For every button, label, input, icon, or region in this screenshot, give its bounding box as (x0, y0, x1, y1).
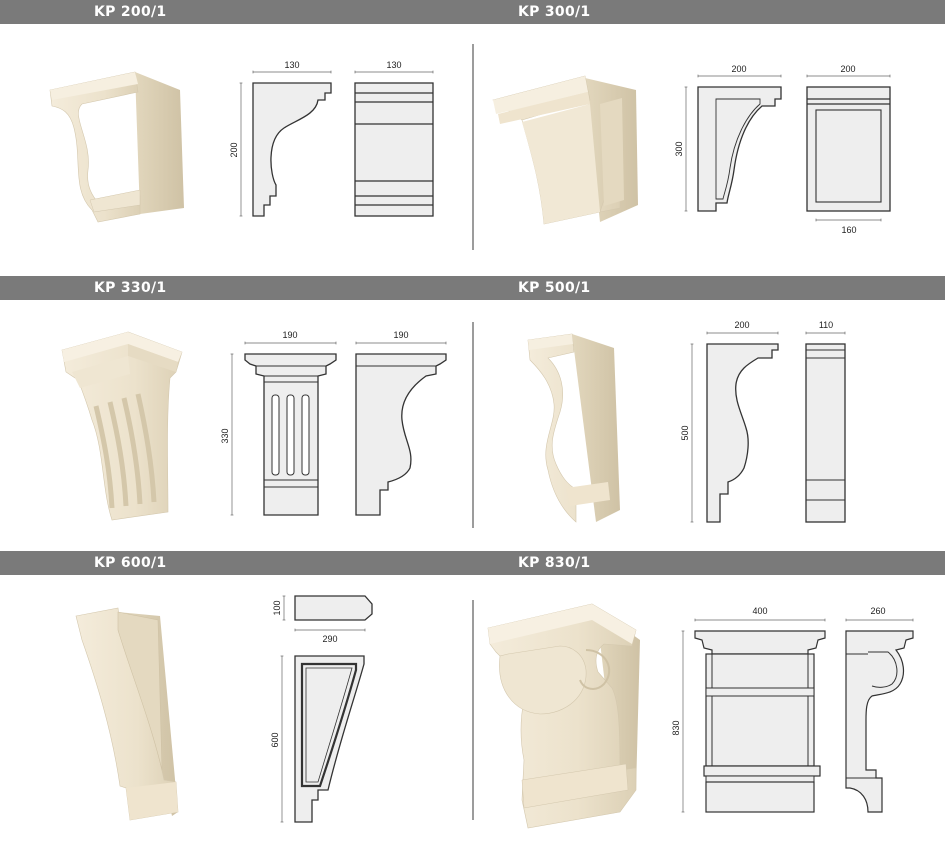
kp330-side-width-label: 190 (393, 330, 408, 340)
product-title-kp330: KP 330/1 (94, 280, 167, 296)
row2-header-bar (0, 276, 945, 300)
product-title-kp600: KP 600/1 (94, 555, 167, 571)
kp830-height-label: 830 (671, 720, 681, 735)
kp600-render (75, 607, 179, 821)
kp300-width-label: 200 (731, 64, 746, 74)
kp200-width-label: 130 (284, 60, 299, 70)
product-title-kp300: KP 300/1 (518, 4, 591, 20)
kp600-side-profile (280, 655, 365, 823)
separator-row2 (472, 322, 474, 528)
kp600-height-label: 600 (270, 732, 280, 747)
kp600-width-label: 290 (322, 634, 337, 644)
kp330-width-label: 190 (282, 330, 297, 340)
kp330-front-view (230, 341, 337, 516)
kp830-width-label: 400 (752, 606, 767, 616)
kp200-front-view (354, 70, 434, 217)
kp300-height-label: 300 (674, 141, 684, 156)
kp200-side-width-label: 130 (386, 60, 401, 70)
kp830-side-profile (845, 618, 914, 813)
kp330-height-label: 330 (220, 428, 230, 443)
kp500-side-profile (690, 331, 779, 523)
product-title-kp200: KP 200/1 (94, 4, 167, 20)
kp300-side-width-label: 200 (840, 64, 855, 74)
kp830-front-view (681, 618, 826, 813)
row3-header-bar (0, 551, 945, 575)
kp830-render (487, 603, 640, 829)
kp500-front-view (805, 331, 846, 523)
kp300-render (492, 75, 638, 225)
kp500-width-label: 200 (734, 320, 749, 330)
kp330-render (61, 331, 183, 521)
kp500-side-width-label: 110 (819, 320, 833, 330)
separator-row3 (472, 600, 474, 820)
product-title-kp500: KP 500/1 (518, 280, 591, 296)
kp600-depth-label: 100 (272, 600, 282, 615)
kp200-render (49, 71, 184, 223)
kp300-front-view (806, 74, 891, 222)
row1-header-bar (0, 0, 945, 24)
kp500-height-label: 500 (680, 425, 690, 440)
kp830-side-width-label: 260 (870, 606, 885, 616)
kp200-side-profile (239, 70, 332, 217)
kp300-inner-width-label: 160 (841, 225, 856, 235)
product-title-kp830: KP 830/1 (518, 555, 591, 571)
separator-row1 (472, 44, 474, 250)
kp330-side-profile (355, 341, 447, 516)
kp300-side-profile (684, 74, 782, 212)
kp500-render (527, 333, 620, 523)
kp600-top-view (282, 595, 373, 632)
kp200-height-label: 200 (229, 142, 239, 157)
